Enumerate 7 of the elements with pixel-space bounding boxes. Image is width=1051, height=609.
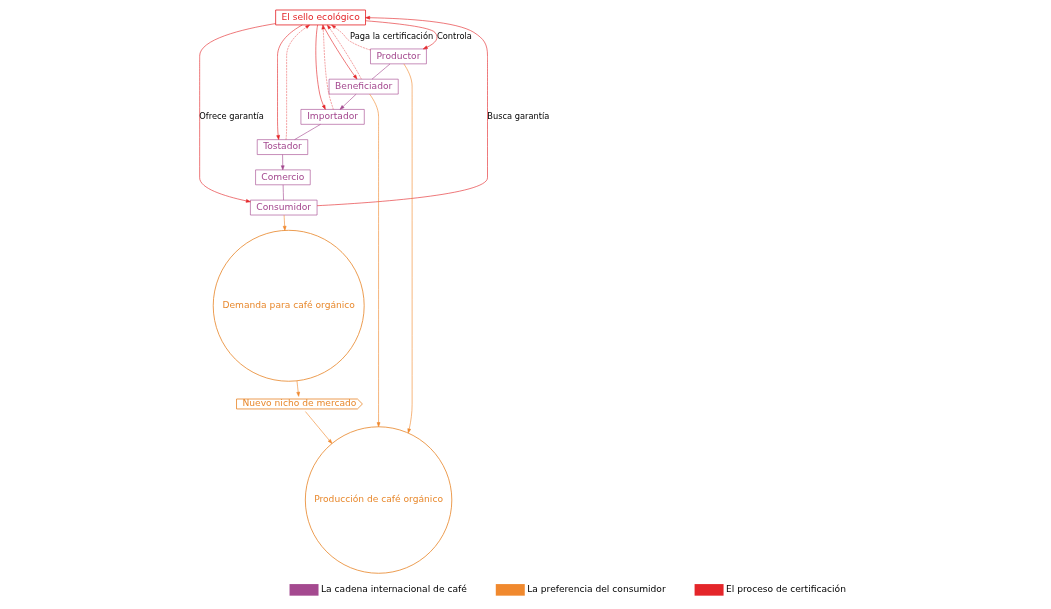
edge-label: Paga la certificación: [350, 31, 434, 41]
edge-label: Ofrece garantía: [199, 110, 264, 121]
edge-label: Controla: [436, 31, 472, 41]
legend-label: La preferencia del consumidor: [527, 584, 666, 595]
legend-label: El proceso de certificación: [726, 584, 846, 595]
legend-label: La cadena internacional de café: [321, 584, 467, 595]
edge-label: Busca garantía: [487, 110, 550, 121]
